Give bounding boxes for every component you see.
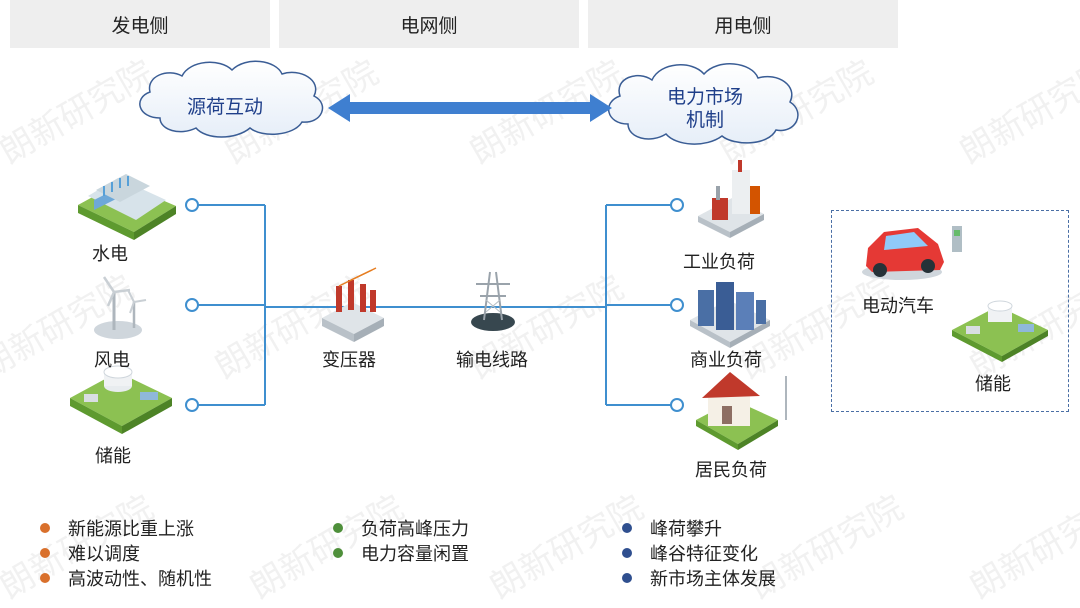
list-item: 电力容量闲置 — [333, 540, 469, 565]
industrial-label: 工业负荷 — [683, 252, 755, 273]
bullet-dot — [40, 522, 50, 533]
cloud-right-shape — [608, 63, 799, 145]
energy-storage-icon-right — [952, 300, 1048, 362]
cloud-left-label: 源荷互动 — [186, 96, 263, 118]
list-item: 难以调度 — [40, 540, 212, 565]
list-item: 高波动性、随机性 — [40, 565, 212, 590]
bullet-dot — [622, 522, 632, 533]
connector-dots-right — [670, 198, 684, 412]
electric-car-icon — [862, 226, 962, 280]
bullet-text: 峰谷特征变化 — [650, 543, 758, 565]
connector-dots-left — [185, 198, 199, 412]
demand-response-group-box — [831, 210, 1069, 412]
bullet-text: 电力容量闲置 — [361, 543, 469, 565]
bullet-text: 高波动性、随机性 — [68, 568, 212, 590]
commercial-label: 商业负荷 — [690, 350, 762, 371]
header-grid-side: 电网侧 — [279, 0, 579, 48]
transmission-label: 输电线路 — [456, 350, 528, 371]
residential-label: 居民负荷 — [695, 460, 767, 481]
wind-turbine-icon — [94, 276, 147, 339]
consumption-bus — [605, 204, 672, 406]
bullet-text: 峰荷攀升 — [650, 518, 722, 540]
industrial-factory-icon — [698, 160, 764, 238]
bullet-dot — [40, 572, 50, 583]
bullets-consumption: 峰荷攀升 峰谷特征变化 新市场主体发展 — [622, 515, 776, 590]
bullet-dot — [333, 522, 343, 533]
hydro-dam-icon — [78, 174, 176, 240]
bullets-grid: 负荷高峰压力 电力容量闲置 — [333, 515, 469, 565]
bullet-dot — [622, 547, 632, 558]
residential-house-icon — [696, 372, 787, 450]
cloud-right-label: 电力市场 机制 — [640, 86, 770, 132]
bullet-text: 新市场主体发展 — [650, 568, 776, 590]
list-item: 峰谷特征变化 — [622, 540, 776, 565]
list-item: 峰荷攀升 — [622, 515, 776, 540]
cloud-right-line2: 机制 — [685, 109, 724, 131]
list-item: 新市场主体发展 — [622, 565, 776, 590]
cloud-right-line1: 电力市场 — [666, 86, 743, 108]
transformer-label: 变压器 — [322, 350, 376, 371]
storage-label-left: 储能 — [95, 446, 131, 467]
transmission-tower-icon — [471, 271, 515, 331]
bullets-generation: 新能源比重上涨 难以调度 高波动性、随机性 — [40, 515, 212, 590]
double-arrow — [328, 94, 612, 122]
bullet-dot — [40, 547, 50, 558]
list-item: 负荷高峰压力 — [333, 515, 469, 540]
commercial-buildings-icon — [690, 282, 770, 348]
list-item: 新能源比重上涨 — [40, 515, 212, 540]
bullet-text: 难以调度 — [68, 543, 140, 565]
wind-label: 风电 — [94, 350, 130, 371]
bullet-text: 负荷高峰压力 — [361, 518, 469, 540]
generation-bus — [198, 204, 606, 406]
header-generation-side: 发电侧 — [10, 0, 270, 48]
header-consumption-side: 用电侧 — [588, 0, 898, 48]
ev-label: 电动汽车 — [862, 296, 934, 317]
bullet-dot — [622, 572, 632, 583]
transformer-icon — [322, 267, 384, 342]
bullet-text: 新能源比重上涨 — [68, 518, 194, 540]
energy-storage-icon — [70, 365, 172, 434]
cloud-left-shape — [139, 60, 324, 138]
bullet-dot — [333, 547, 343, 558]
hydro-label: 水电 — [92, 244, 128, 265]
storage-label-right: 储能 — [975, 374, 1011, 395]
